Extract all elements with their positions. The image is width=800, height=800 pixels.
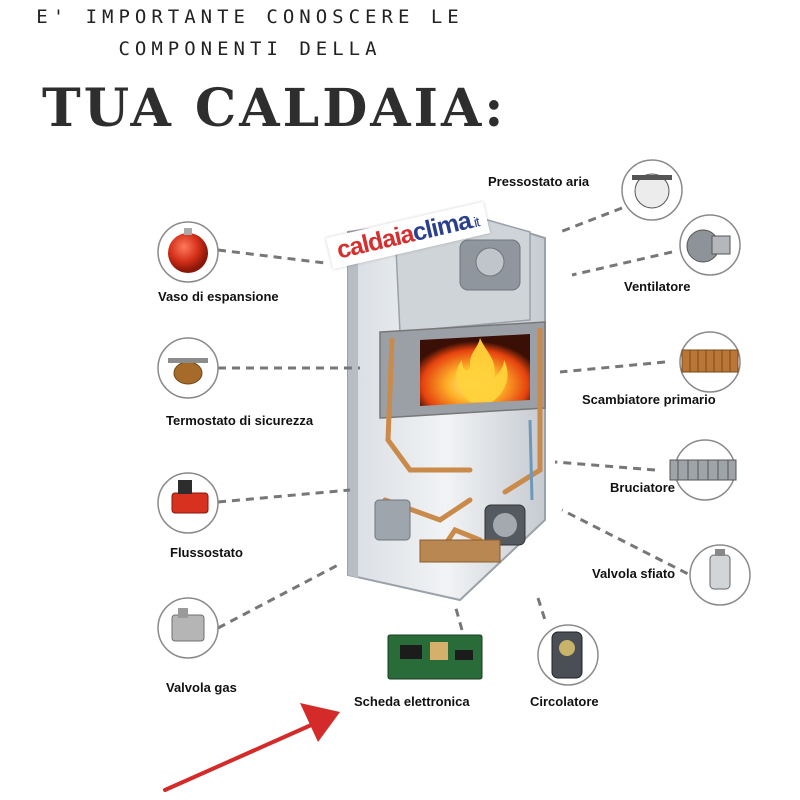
label-termostato-sicurezza: Termostato di sicurezza xyxy=(166,413,314,428)
bruciatore-icon xyxy=(669,439,737,501)
red-arrow-icon xyxy=(163,703,340,792)
scambiatore-icon xyxy=(679,331,741,393)
label-bruciatore: Bruciatore xyxy=(610,480,676,495)
label-circolatore: Circolatore xyxy=(530,694,599,709)
circolatore-icon xyxy=(537,624,599,686)
boiler xyxy=(347,213,546,602)
label-vaso-espansione: Vaso di espansione xyxy=(158,289,279,304)
connector-lines xyxy=(217,206,701,631)
valvola-gas-icon xyxy=(157,597,219,659)
pressostato-aria-icon xyxy=(621,159,683,221)
page-title: TUA CALDAIA: xyxy=(42,78,507,139)
label-scheda-elettronica: Scheda elettronica xyxy=(354,694,470,709)
ventilatore-icon xyxy=(679,214,741,276)
termostato-icon xyxy=(157,337,219,399)
label-scambiatore-primario: Scambiatore primario xyxy=(582,392,716,407)
label-valvola-gas: Valvola gas xyxy=(166,680,237,695)
label-flussostato: Flussostato xyxy=(170,545,243,560)
flame-icon xyxy=(456,338,508,402)
label-valvola-sfiato: Valvola sfiato xyxy=(592,566,676,581)
flussostato-icon xyxy=(157,472,219,534)
header-line-1: E' IMPORTANTE CONOSCERE LE xyxy=(36,6,464,28)
header-line-2: COMPONENTI DELLA xyxy=(118,38,382,60)
label-pressostato-aria: Pressostato aria xyxy=(488,174,590,189)
scheda-elettronica-icon xyxy=(387,634,483,680)
vaso-espansione-icon xyxy=(157,221,219,283)
valvola-sfiato-icon xyxy=(689,544,751,606)
label-ventilatore: Ventilatore xyxy=(624,279,691,294)
